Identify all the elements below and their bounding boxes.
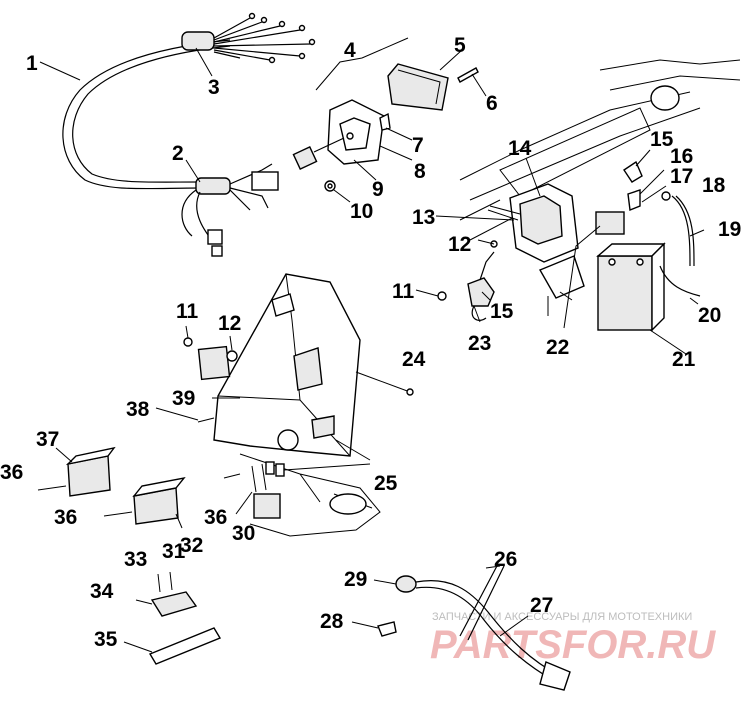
- panel-module: [197, 345, 231, 381]
- callout-39: 39: [172, 387, 195, 410]
- callout-35: 35: [94, 628, 118, 651]
- callout-19: 19: [718, 218, 741, 241]
- callout-17: 17: [670, 165, 693, 188]
- harness-plug: [251, 171, 279, 191]
- starter-relay: [437, 240, 498, 321]
- callout-5: 5: [454, 34, 466, 57]
- strap-35: [148, 627, 222, 665]
- callout-33: 33: [124, 548, 147, 571]
- callout-1: 1: [26, 52, 38, 75]
- bulb-socket: [292, 146, 318, 170]
- callout-36c: 36: [204, 506, 227, 529]
- watermark-brand: PARTSFOR.RU: [430, 623, 716, 667]
- modules: [37, 446, 241, 665]
- nut-11: [437, 291, 447, 301]
- callout-21: 21: [672, 348, 696, 371]
- screw-6: [457, 67, 479, 83]
- watermark: ЗАПЧАСТИ И АКСЕССУАРЫ ДЛЯ МОТОТЕХНИКИ PA…: [430, 611, 716, 667]
- callout-8: 8: [414, 160, 426, 183]
- lower-harness: [377, 563, 571, 691]
- callout-7: 7: [412, 134, 424, 157]
- battery-group: [595, 160, 701, 332]
- callout-11a: 11: [392, 280, 415, 303]
- callout-3: 3: [208, 76, 220, 99]
- callout-23: 23: [468, 332, 491, 355]
- callout-26: 26: [494, 548, 517, 571]
- callout-6: 6: [486, 92, 498, 115]
- wiring-harness: [62, 12, 316, 257]
- callout-14: 14: [508, 137, 532, 160]
- watermark-tagline: ЗАПЧАСТИ И АКСЕССУАРЫ ДЛЯ МОТОТЕХНИКИ: [432, 611, 692, 623]
- callout-25: 25: [374, 472, 398, 495]
- taillight-assembly: [292, 37, 479, 192]
- callout-12b: 12: [218, 312, 241, 335]
- callout-11b: 11: [176, 300, 199, 323]
- callout-9: 9: [372, 178, 384, 201]
- connector-29: [395, 575, 417, 593]
- relay-15: [467, 277, 495, 307]
- callout-38: 38: [126, 398, 150, 421]
- callout-36b: 36: [54, 506, 77, 529]
- bracket-34: [150, 591, 198, 617]
- callout-32: 32: [180, 534, 203, 557]
- callout-13: 13: [412, 206, 435, 229]
- callout-29: 29: [344, 568, 367, 591]
- callout-4: 4: [344, 39, 356, 62]
- callout-28: 28: [320, 610, 344, 633]
- callout-31: 31: [162, 540, 186, 563]
- callout-15a: 15: [650, 128, 674, 151]
- callout-labels: 1 2 3 4 5 6 7 8 9 10 11 11 12 12 13 14 1…: [0, 34, 741, 651]
- harness-connector-2: [195, 177, 231, 195]
- harness-connector-3: [181, 31, 215, 51]
- callout-36a: 36: [0, 461, 23, 484]
- battery-box-22: [595, 211, 625, 235]
- callout-37: 37: [36, 428, 59, 451]
- taillight-lens: [387, 63, 449, 111]
- clip-28: [377, 621, 397, 637]
- callout-10: 10: [350, 200, 373, 223]
- battery-21: [597, 255, 653, 331]
- callout-18: 18: [702, 174, 726, 197]
- harness-terminal: [207, 229, 223, 245]
- callout-22: 22: [546, 336, 569, 359]
- callout-30: 30: [232, 522, 255, 545]
- callout-12a: 12: [448, 233, 471, 256]
- callout-15b: 15: [490, 300, 514, 323]
- callout-24: 24: [402, 348, 426, 371]
- regulator-bracket: [487, 183, 585, 316]
- callout-27: 27: [530, 594, 553, 617]
- leader-lines: [39, 47, 705, 653]
- callout-34: 34: [90, 580, 114, 603]
- callout-16: 16: [670, 145, 693, 168]
- callout-2: 2: [172, 142, 184, 165]
- callout-20: 20: [698, 304, 721, 327]
- battery-cable-19: [671, 195, 691, 267]
- regulator-14: [519, 195, 563, 245]
